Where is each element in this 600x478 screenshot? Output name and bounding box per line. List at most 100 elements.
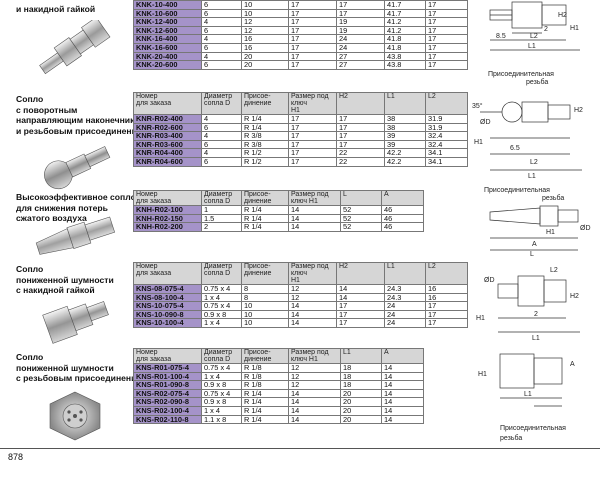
table-cell: 24 [384,309,426,320]
table-cell: 4 [201,131,242,141]
table-cell: 14 [288,301,337,311]
table-cell: 24 [336,42,385,53]
table-cell: 12 [288,292,337,303]
table-cell: 42.2 [384,156,426,167]
table-cell: 12 [288,363,341,373]
table-cell: 41.8 [384,42,426,53]
table-cell: 38 [384,114,426,124]
column-header: Размер под ключ H1 [288,262,337,285]
d4-label-diameter: ØD [484,277,495,284]
table-cell: 17 [288,0,337,10]
table-cell: 17 [425,8,468,19]
column-header: Размер под ключ H1 [288,190,341,206]
order-number-cell: KNH-R02-150 [133,213,202,224]
column-header: Номер для заказа [133,190,202,206]
knk-dimension-drawing: H2 2 H1 8.5 L2 L1 [470,0,598,58]
d1-label-2: 2 [544,26,548,33]
column-header: L1 [384,92,426,115]
table-cell: 10 [241,309,289,320]
d2-label-h1: H1 [474,139,483,146]
table-cell: 32.4 [425,139,468,150]
kns2-product-photo [40,388,110,448]
knk-product-photo [30,16,120,80]
d1-label-l2: L2 [530,33,538,40]
table-cell: 41.7 [384,0,426,10]
knr-product-photo [32,140,122,195]
table-cell: 16 [425,292,468,303]
table-cell: 0.9 x 8 [201,309,242,320]
table-cell: 17 [425,309,468,320]
table-cell: 19 [336,17,385,27]
table-cell: 0.75 x 4 [201,301,242,311]
table-cell: 20 [241,60,289,70]
order-number-cell: KNR-R02-400 [133,114,202,124]
table-cell: 6 [201,25,242,36]
table-cell: 17 [336,131,385,141]
table-cell: 20 [340,405,382,416]
table-cell: R 1/2 [241,156,289,167]
table-cell: 17 [336,122,385,133]
footer-rule [0,448,600,449]
table-cell: 16 [241,34,289,44]
table-cell: R 1/2 [241,148,289,158]
table-cell: 38 [384,122,426,133]
table-cell: 17 [425,318,468,328]
table-cell: 17 [425,25,468,36]
table-cell: 18 [340,371,382,382]
kns2-title: Сопло пониженной шумности с резьбовым пр… [16,352,148,383]
column-header: A [381,348,424,364]
knr-title: Сопло с поворотным направляющим наконечн… [16,94,148,136]
table-cell: 14 [288,397,341,407]
column-header: A [381,190,424,206]
table-cell: 4 [201,148,242,158]
table-cell: 14 [336,284,385,294]
table-cell: 14 [288,309,337,320]
d2-label-6-5: 6.5 [510,145,520,152]
table-cell: 12 [241,17,289,27]
column-header: Номер для заказа [133,92,202,115]
table-cell: 46 [381,205,424,215]
table-cell: 10 [241,318,289,328]
table-cell: R 1/4 [241,414,289,425]
column-header: Присое- динение [241,190,289,206]
table-cell: 17 [336,139,385,150]
d1-label-8-5: 8.5 [496,33,506,40]
order-number-cell: KNS-R01-100-4 [133,371,202,382]
page-number: 878 [8,452,24,462]
column-header: Размер под ключ H1 [288,92,337,115]
table-cell: 0.75 x 4 [201,388,242,399]
table-cell: 14 [288,405,341,416]
knh-product-photo [30,214,125,263]
order-number-cell: KNK-16-600 [133,42,202,53]
table-cell: 17 [425,34,468,44]
table-cell: R 3/8 [241,139,289,150]
knr-dimension-drawing: Присоединительная резьба 35° ØD H2 H1 6.… [470,68,598,180]
d4-label-2: 2 [534,311,538,318]
table-cell: 17 [288,148,337,158]
table-cell: 14 [336,292,385,303]
column-header: L2 [425,262,468,285]
column-header: Диаметр сопла D [201,92,242,115]
table-cell: 20 [340,414,382,425]
table-cell: R 1/4 [241,405,289,416]
table-cell: 14 [381,388,424,399]
table-cell: 6 [201,42,242,53]
table-cell: 16 [425,284,468,294]
column-header: L [340,190,382,206]
d3-label-diameter: ØD [580,225,591,232]
table-cell: 20 [340,388,382,399]
table-cell: 42.2 [384,148,426,158]
order-number-cell: KNS-08-100-4 [133,292,202,303]
